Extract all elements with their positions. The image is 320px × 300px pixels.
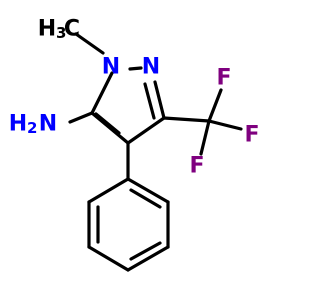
- bond-c3-c4: [126, 116, 166, 145]
- bond-amine: [68, 111, 94, 124]
- chemical-structure-diagram: H 3 C N N H 2 N F F F: [0, 0, 300, 300]
- bond-n2-c3-double: [143, 82, 156, 120]
- pyrazole-ring-bonds: [90, 66, 166, 145]
- phenyl-bond-3: [126, 245, 170, 272]
- substituent-bonds: [68, 32, 243, 181]
- bond-f-bottom: [199, 119, 211, 156]
- bond-c4-c5: [90, 111, 130, 145]
- fluorine-top-label: F: [216, 66, 231, 91]
- bond-n1-c5: [90, 71, 114, 115]
- bond-f-top: [207, 88, 223, 123]
- amine-subscript-label: 2: [27, 119, 37, 137]
- phenyl-bond-4: [87, 245, 130, 272]
- bond-cf3-carbon: [162, 116, 211, 123]
- bond-f-right: [207, 119, 243, 131]
- phenyl-inner-bond-2: [129, 241, 162, 261]
- phenyl-bond-6: [87, 177, 130, 204]
- bond-n2-c3: [153, 80, 166, 120]
- fluorine-right-label: F: [244, 123, 259, 148]
- phenyl-bond-1: [126, 177, 170, 204]
- amine-h-label: H: [9, 112, 27, 137]
- canvas-background: [0, 0, 300, 300]
- atom-labels: H 3 C N N H 2 N F F F: [9, 17, 260, 179]
- fluorine-bottom-label: F: [189, 154, 204, 179]
- phenyl-ring-bonds: [87, 177, 170, 272]
- bond-c4-c5-double: [94, 112, 121, 135]
- n1-label: N: [102, 55, 120, 80]
- methyl-c-label: C: [64, 17, 80, 42]
- methyl-h-label: H: [38, 17, 56, 42]
- bond-methyl: [74, 32, 105, 55]
- amine-n-label: N: [39, 112, 57, 137]
- bond-n1-n2: [128, 66, 143, 71]
- methyl-subscript-label: 3: [56, 24, 66, 42]
- phenyl-inner-bond-1: [129, 188, 162, 209]
- n2-label: N: [142, 55, 160, 80]
